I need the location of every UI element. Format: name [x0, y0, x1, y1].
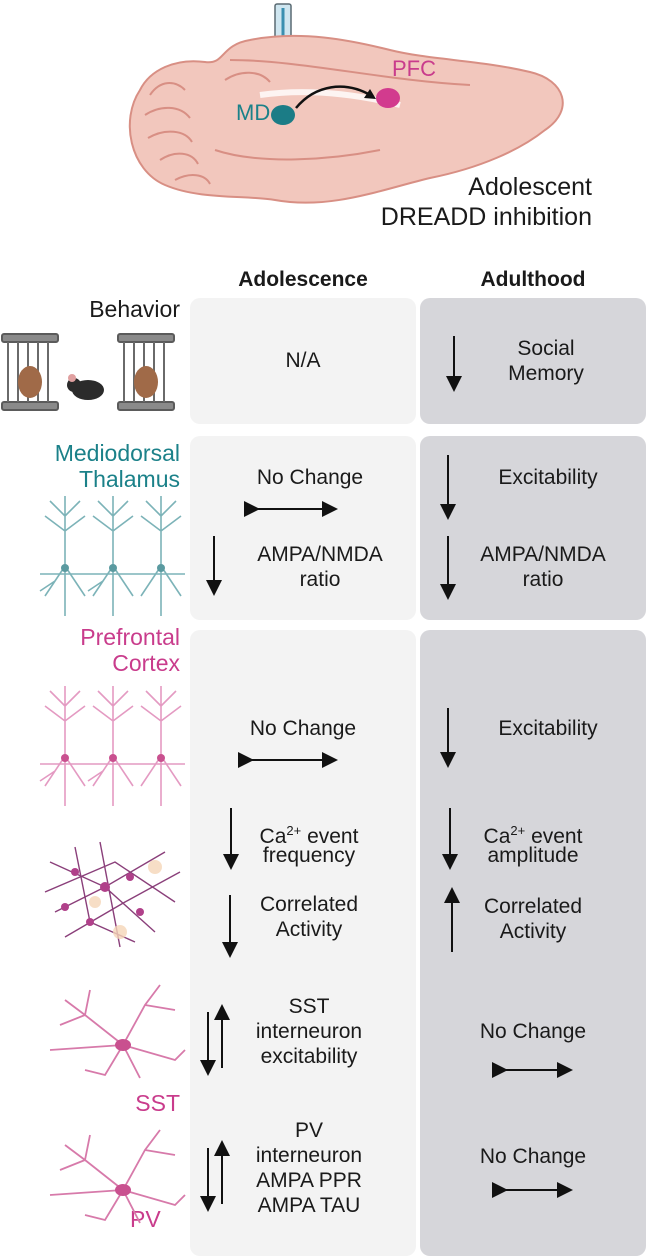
pfc-adol-ca-line1: Ca2+ event	[236, 818, 382, 849]
brain-illustration	[128, 3, 564, 204]
pv-line1: PV	[294, 1119, 323, 1142]
pv-line4: AMPA TAU	[257, 1194, 361, 1217]
behavior-adulthood-line1: Social	[517, 337, 575, 360]
pfc-adult-excitability: Excitability	[498, 717, 598, 740]
pfc-neurons-icon	[39, 686, 185, 806]
pv-adult-value: No Change	[479, 1145, 587, 1168]
brain-shape	[128, 34, 564, 204]
ca-superscript: 2+	[510, 823, 526, 838]
sst-line3: excitability	[260, 1045, 358, 1068]
md-adult-excitability: Excitability	[498, 466, 598, 489]
event-text: event	[301, 825, 359, 848]
pfc-adol-corr-line1: Correlated	[259, 893, 359, 916]
column-header-adolescence: Adolescence	[238, 268, 368, 291]
pv-line2: interneuron	[255, 1144, 363, 1167]
pfc-adult-corr-line1: Correlated	[483, 895, 583, 918]
column-header-adulthood: Adulthood	[480, 268, 586, 291]
md-neurons-icon	[39, 496, 185, 616]
row-label-md-line1: Mediodorsal	[54, 440, 180, 466]
md-adulthood-panel	[420, 436, 646, 620]
pfc-adulthood-panel	[420, 630, 646, 1256]
pv-line3: AMPA PPR	[256, 1169, 362, 1192]
pfc-node	[376, 88, 400, 108]
social-memory-cages-icon	[1, 333, 175, 411]
md-node	[271, 105, 295, 125]
md-adolescence-panel	[190, 436, 416, 620]
network-activity-icon	[44, 841, 181, 948]
caption-line2: DREADD inhibition	[380, 203, 592, 231]
row-label-pfc-line1: Prefrontal	[80, 624, 180, 650]
ca-superscript: 2+	[286, 823, 302, 838]
row-label-behavior: Behavior	[89, 296, 180, 322]
pv-interneuron-icon	[49, 1129, 186, 1224]
cell-label-pv: PV	[130, 1206, 161, 1232]
md-label: MD	[236, 100, 271, 125]
pfc-adol-ca-line2: frequency	[262, 844, 356, 867]
sst-adult-value: No Change	[479, 1020, 587, 1043]
behavior-adulthood-line2: Memory	[508, 362, 584, 385]
sst-interneuron-icon	[49, 984, 186, 1079]
md-adol-ampa-line2: ratio	[299, 568, 341, 591]
md-adol-ampa-line1: AMPA/NMDA	[257, 543, 383, 566]
pfc-adult-ca-line1: Ca2+ event	[460, 818, 606, 849]
sst-line1: SST	[288, 995, 330, 1018]
behavior-adulthood-panel	[420, 298, 646, 424]
behavior-adolescence-panel	[190, 298, 416, 424]
md-adol-excitability: No Change	[256, 466, 364, 489]
pfc-adult-corr-line2: Activity	[499, 920, 567, 943]
pfc-adult-ca-line2: amplitude	[487, 844, 579, 867]
row-label-md-line2: Thalamus	[79, 466, 180, 492]
ca-text: Ca	[259, 825, 287, 848]
row-label-pfc-line2: Cortex	[112, 650, 180, 676]
md-adult-ampa-line1: AMPA/NMDA	[480, 543, 606, 566]
event-text: event	[525, 825, 583, 848]
behavior-adolescence-value: N/A	[285, 349, 321, 372]
caption-line1: Adolescent	[468, 173, 592, 201]
ca-text: Ca	[483, 825, 511, 848]
pfc-adol-excitability: No Change	[249, 717, 357, 740]
cell-label-sst: SST	[135, 1090, 180, 1116]
sst-line2: interneuron	[255, 1020, 363, 1043]
pfc-adol-corr-line2: Activity	[275, 918, 343, 941]
pfc-label: PFC	[392, 56, 436, 81]
md-adult-ampa-line2: ratio	[522, 568, 564, 591]
